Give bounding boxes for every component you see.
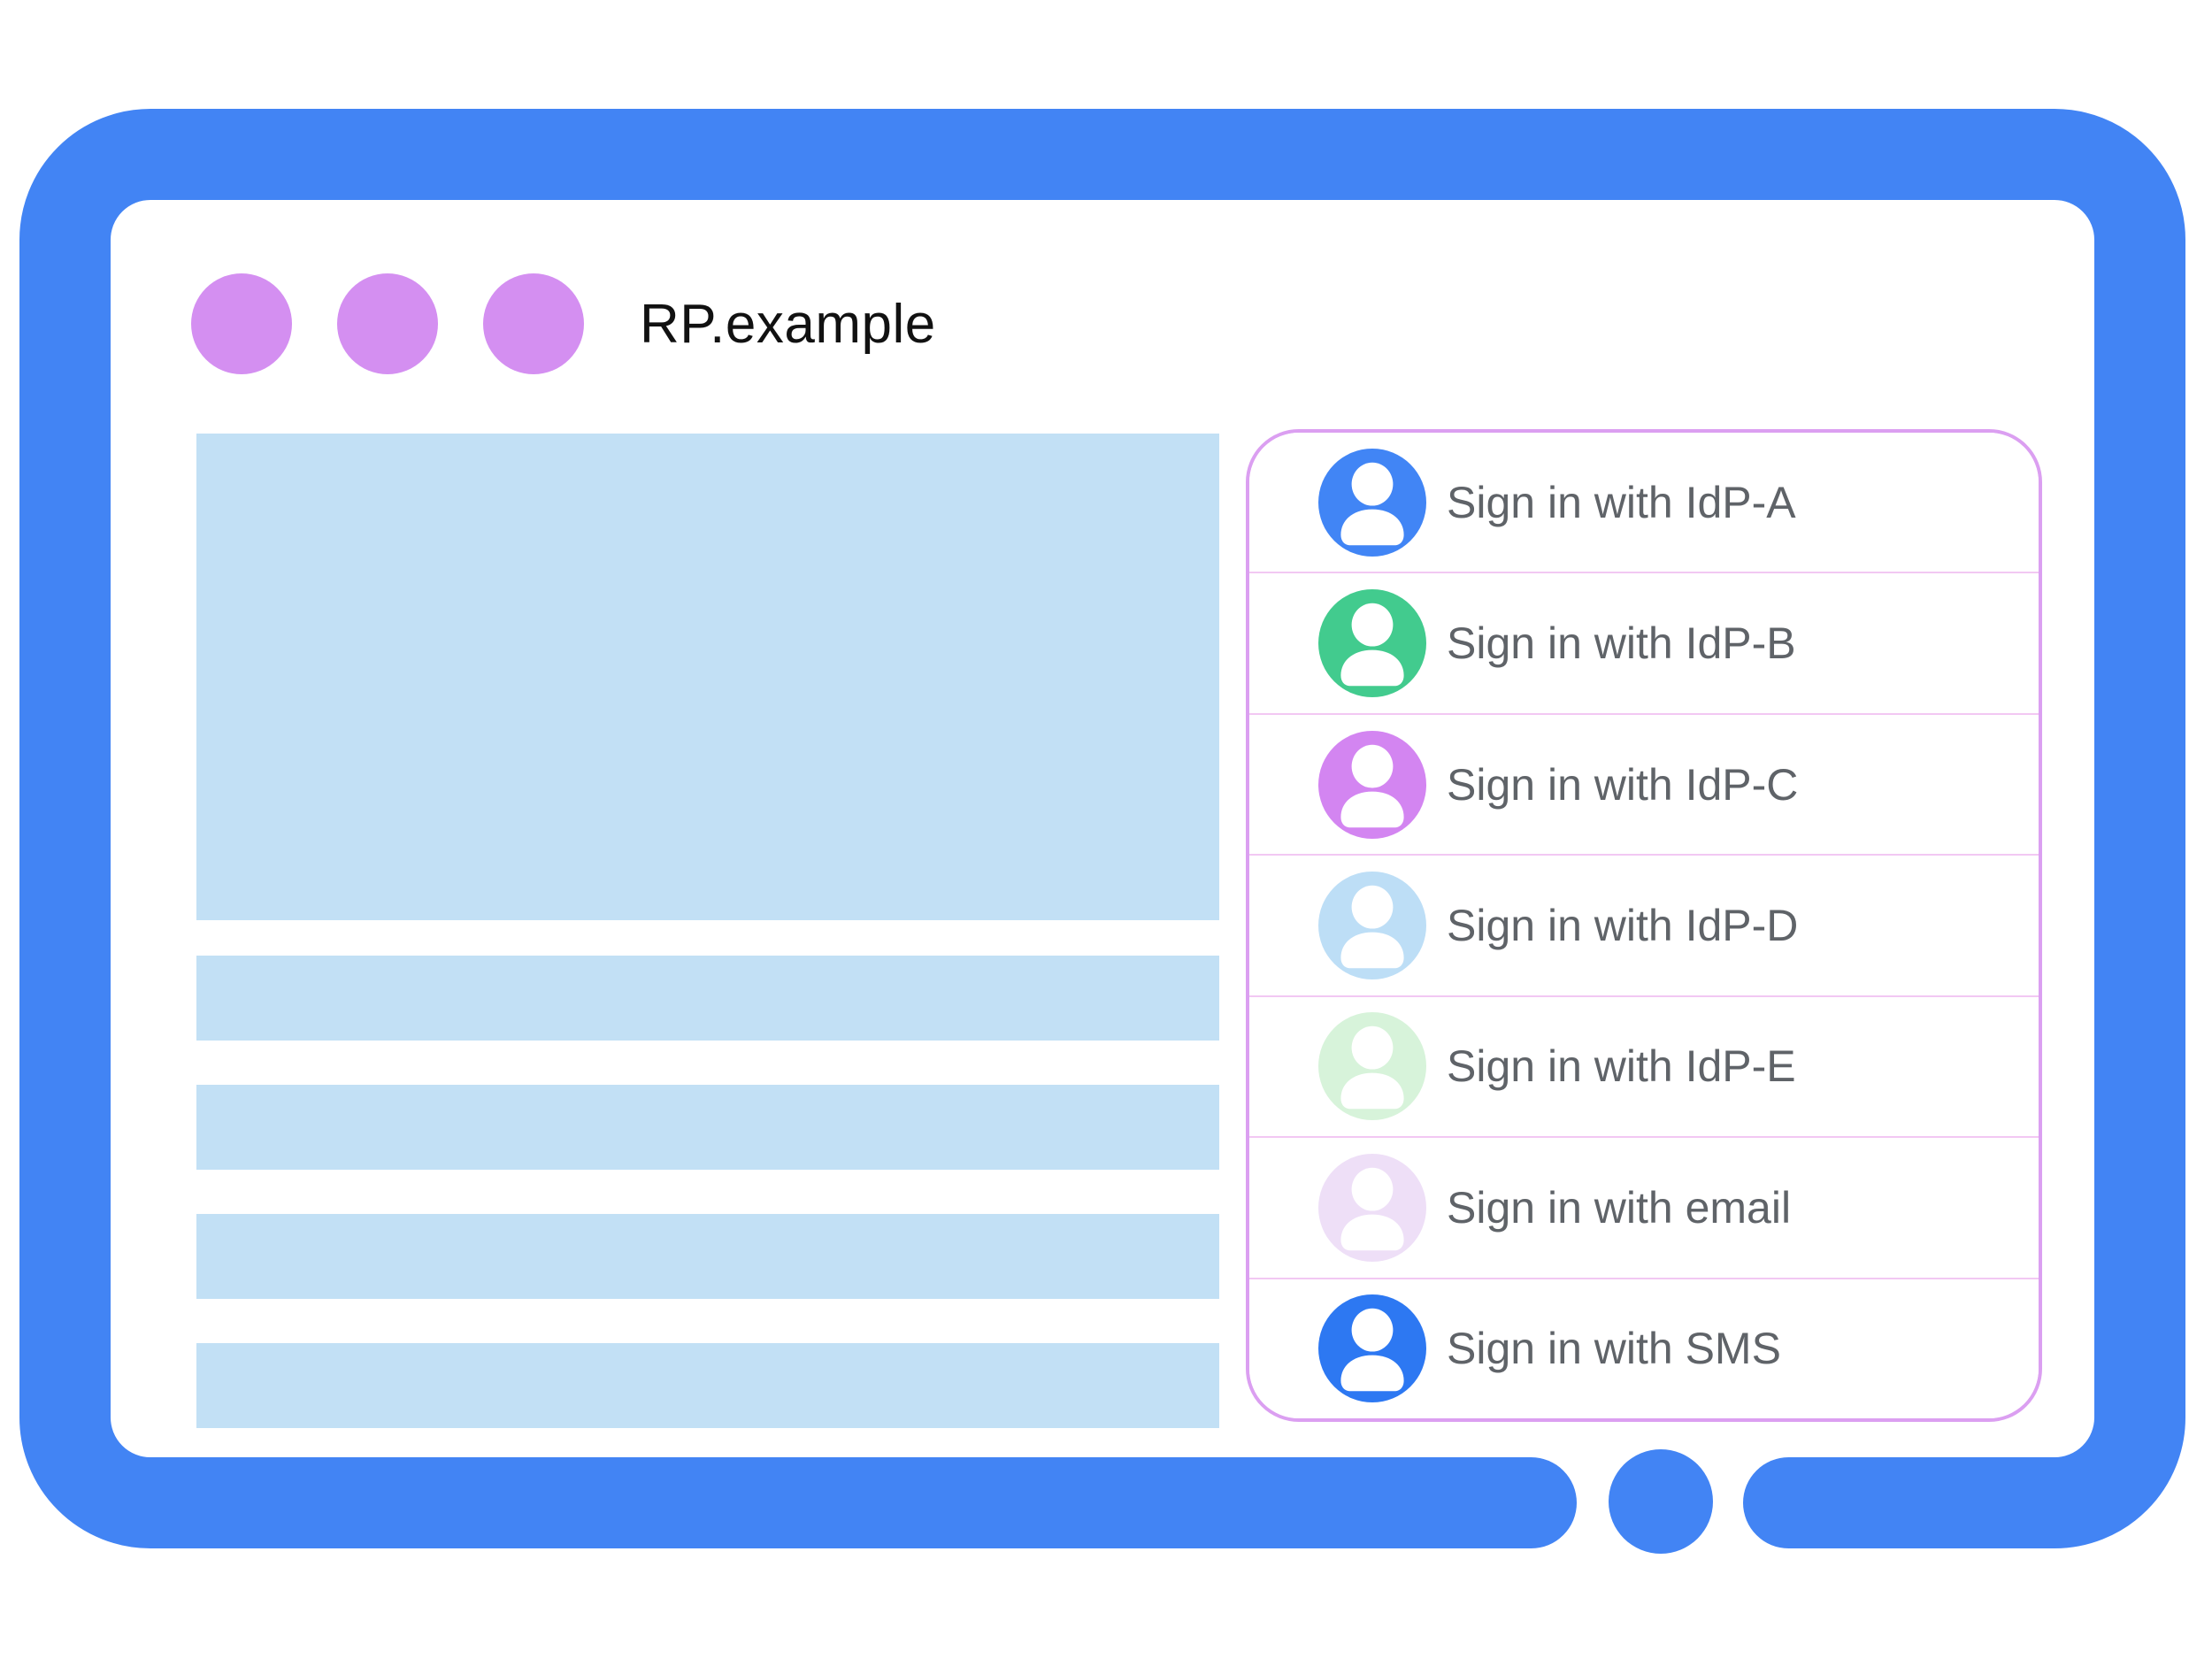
user-avatar-icon bbox=[1318, 448, 1426, 557]
user-avatar-icon bbox=[1318, 871, 1426, 979]
signin-option-label: Sign in with IdP-D bbox=[1447, 900, 1799, 950]
signin-option-label: Sign in with SMS bbox=[1447, 1324, 1781, 1374]
signin-option[interactable]: Sign in with IdP-A bbox=[1249, 433, 2039, 572]
window-control-dot bbox=[483, 273, 584, 374]
signin-option-label: Sign in with IdP-E bbox=[1447, 1041, 1796, 1092]
content-placeholder-bar bbox=[196, 956, 1219, 1041]
home-button bbox=[1609, 1449, 1713, 1554]
content-placeholder-bar bbox=[196, 1214, 1219, 1299]
user-avatar-icon bbox=[1318, 730, 1426, 839]
device-frame bbox=[19, 109, 2185, 1548]
content-placeholder-bar bbox=[196, 1343, 1219, 1428]
signin-account-chooser-panel: Sign in with IdP-A Sign in with IdP-B Si… bbox=[1246, 429, 2042, 1422]
user-avatar-icon bbox=[1318, 1012, 1426, 1121]
content-placeholder-hero bbox=[196, 434, 1219, 920]
window-controls bbox=[191, 273, 584, 374]
user-avatar-icon bbox=[1318, 1153, 1426, 1262]
signin-option[interactable]: Sign in with IdP-B bbox=[1249, 572, 2039, 713]
signin-option-label: Sign in with email bbox=[1447, 1182, 1792, 1233]
signin-option[interactable]: Sign in with IdP-C bbox=[1249, 712, 2039, 855]
frame-bottom-left-cap bbox=[1495, 1457, 1577, 1548]
signin-option[interactable]: Sign in with IdP-E bbox=[1249, 995, 2039, 1137]
user-avatar-icon bbox=[1318, 1294, 1426, 1403]
frame-bottom-right-cap bbox=[1743, 1457, 1824, 1548]
browser-titlebar: RP.example bbox=[191, 273, 936, 375]
signin-option-label: Sign in with IdP-A bbox=[1447, 477, 1796, 527]
signin-option-label: Sign in with IdP-B bbox=[1447, 618, 1796, 669]
signin-option-label: Sign in with IdP-C bbox=[1447, 759, 1799, 810]
content-placeholder-bar bbox=[196, 1085, 1219, 1170]
signin-option[interactable]: Sign in with IdP-D bbox=[1249, 854, 2039, 995]
signin-option[interactable]: Sign in with SMS bbox=[1249, 1277, 2039, 1418]
signin-option[interactable]: Sign in with email bbox=[1249, 1136, 2039, 1278]
page-title: RP.example bbox=[640, 293, 936, 355]
window-control-dot bbox=[191, 273, 292, 374]
window-control-dot bbox=[337, 273, 438, 374]
user-avatar-icon bbox=[1318, 589, 1426, 698]
